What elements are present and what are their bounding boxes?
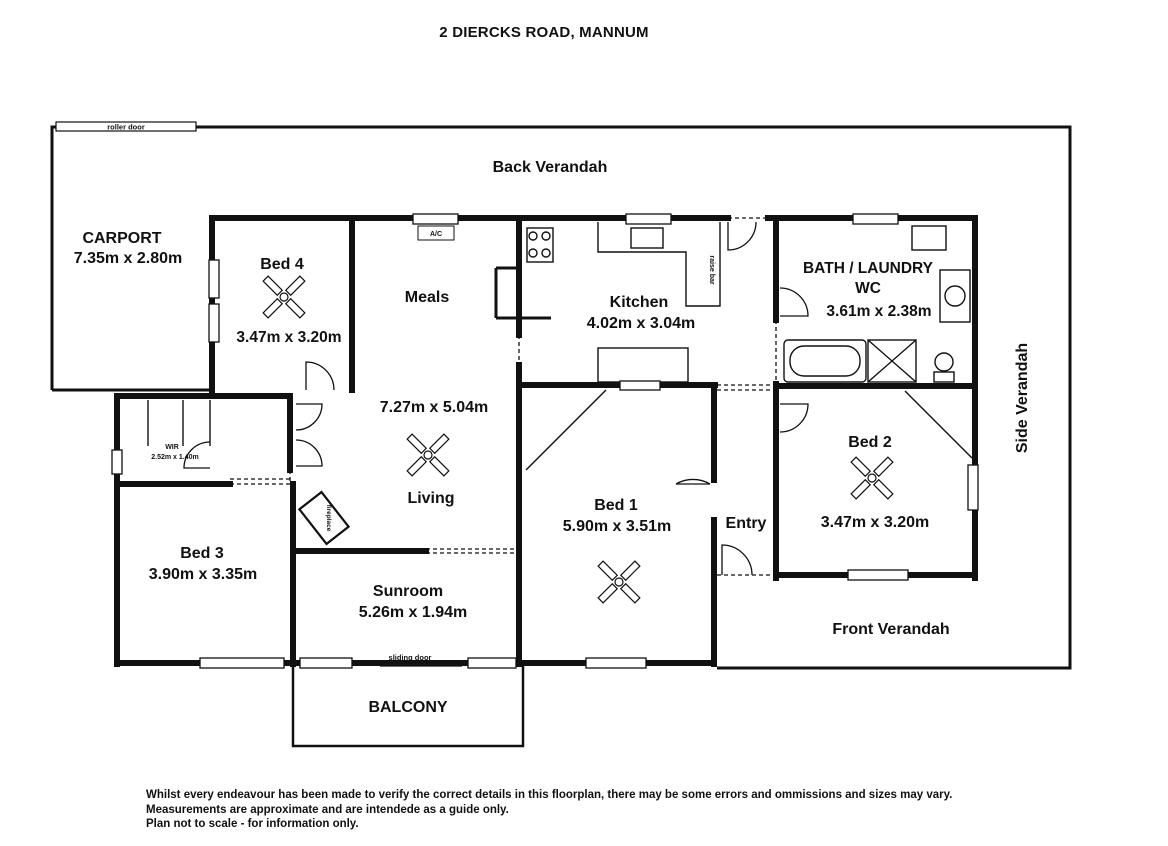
balcony-label: BALCONY [368,699,447,716]
sunroom-size: 5.26m x 1.94m [359,604,468,621]
sliding-door [380,661,462,667]
roller-door-label: roller door [107,123,145,132]
bed3-size: 3.90m x 3.35m [149,566,258,583]
front-verandah-label: Front Verandah [832,621,949,638]
kitchen-name: Kitchen [610,294,669,311]
bed2-size: 3.47m x 3.20m [821,514,930,531]
carport-name: CARPORT [82,230,161,247]
roller-door [55,121,197,132]
walls [114,215,978,667]
sunroom-name: Sunroom [373,583,443,600]
bed2-name: Bed 2 [848,434,892,451]
bed3-name: Bed 3 [180,545,224,562]
sliding-door-label: sliding door [389,653,432,662]
back-verandah-label: Back Verandah [493,159,608,176]
disclaimer: Whilst every endeavour has been made to … [146,788,952,832]
disclaimer-line: Measurements are approximate and are int… [146,803,509,816]
living-size: 7.27m x 5.04m [380,399,489,416]
fan-icon [406,433,450,477]
kitchen-size: 4.02m x 3.04m [587,315,696,332]
side-verandah-label: Side Verandah [1014,343,1031,453]
bath-name-2: WC [855,280,881,297]
fixtures [147,222,973,471]
fireplace [297,490,351,546]
disclaimer-line: Plan not to scale - for information only… [146,818,359,830]
bed4-size: 3.47m x 3.20m [236,329,341,346]
fan-icon [850,456,894,500]
raise-bar-label: raise bar [708,255,715,284]
balcony-outline [291,664,525,748]
meals-label: Meals [405,289,450,306]
ac-unit [417,225,455,241]
carport-size: 7.35m x 2.80m [74,250,183,267]
doors [183,221,809,576]
bath-name: BATH / LAUNDRY [803,260,934,277]
verandah-outline [50,125,1072,670]
disclaimer-line: Whilst every endeavour has been made to … [146,789,953,801]
wir-size: 2.52m x 1.40m [151,454,198,461]
entry-label: Entry [726,515,767,532]
plan-title: 2 DIERCKS ROAD, MANNUM [439,24,649,41]
living-name: Living [407,490,454,507]
openings [230,217,777,576]
bed1-name: Bed 1 [594,497,638,514]
windows [111,213,979,669]
bath-size: 3.61m x 2.38m [826,303,931,320]
bed1-size: 5.90m x 3.51m [563,518,672,535]
fan-icon [262,275,306,319]
fan-icon [597,560,641,604]
ac-label: A/C [430,231,442,238]
wir-name: WIR [165,444,179,451]
fireplace-label: fireplace [325,505,332,532]
bed4-name: Bed 4 [260,256,304,273]
